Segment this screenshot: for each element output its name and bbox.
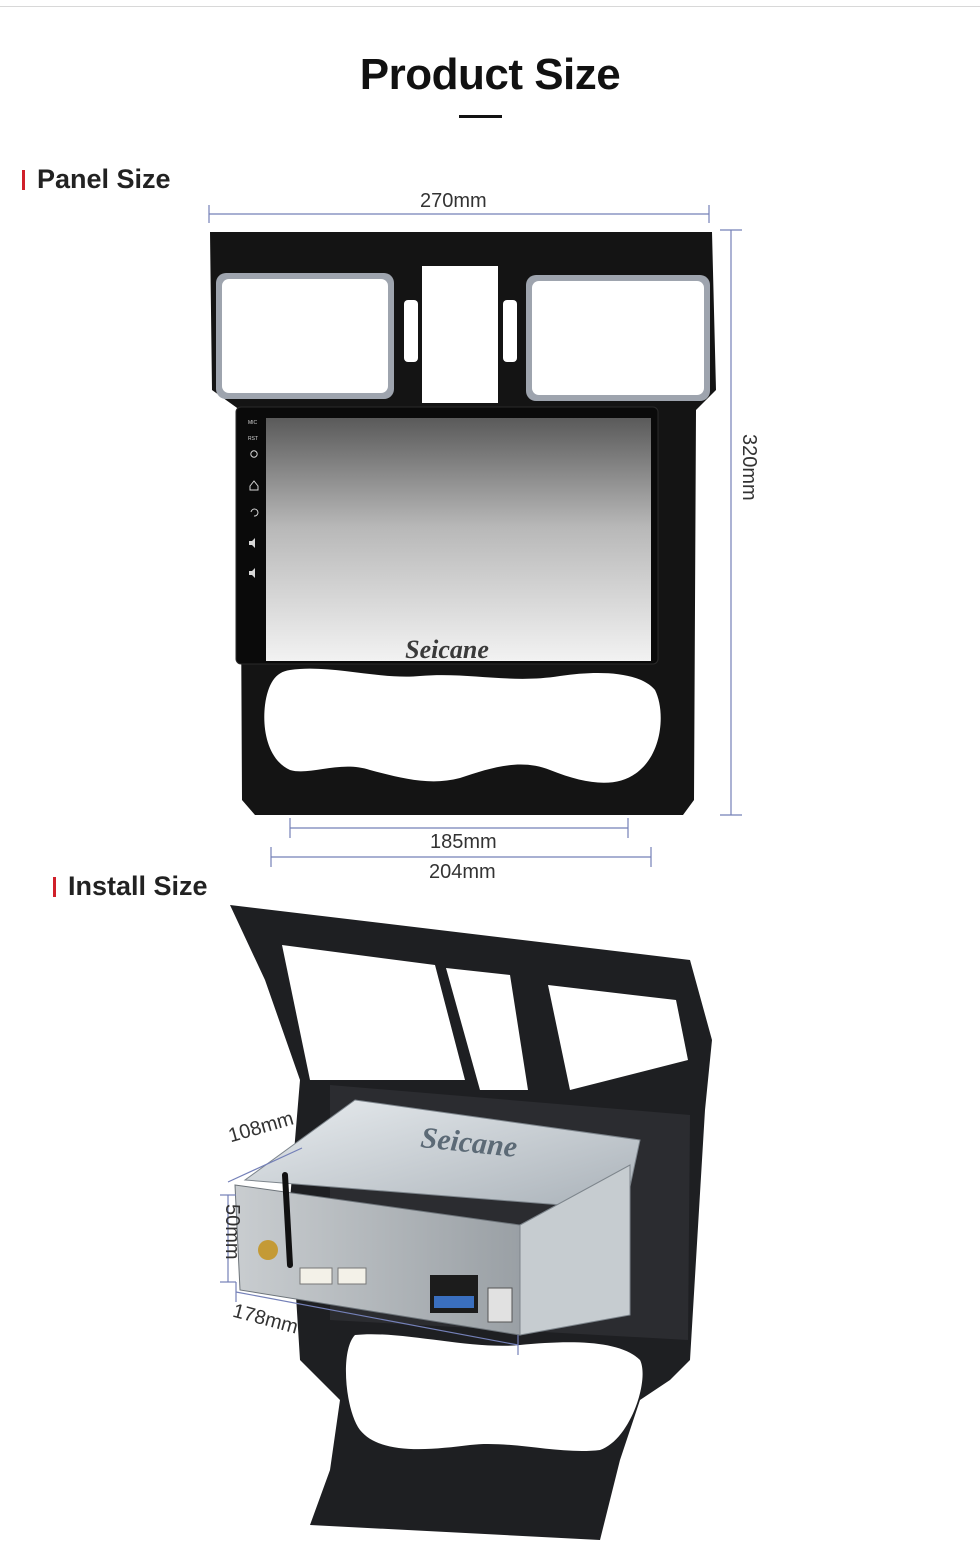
- volume-down-icon: [249, 568, 255, 578]
- screen-width-label: 185mm: [430, 831, 497, 853]
- antenna: [282, 1172, 293, 1268]
- volume-up-icon: [249, 538, 255, 548]
- section-marker: [22, 169, 25, 190]
- install-height-label: 50mm: [221, 1204, 243, 1260]
- install-height-dimension-line: [220, 1194, 236, 1283]
- back-icon: [250, 508, 259, 517]
- panel-size-header: Panel Size: [22, 164, 171, 195]
- install-depth-dimension-line: [227, 1147, 303, 1183]
- center-slot: [422, 266, 498, 403]
- frame-width-label: 204mm: [429, 861, 496, 883]
- rst-label: RST: [248, 436, 258, 442]
- width-dimension-line: [208, 205, 710, 223]
- antenna-connector: [258, 1240, 278, 1260]
- top-divider: [0, 6, 980, 7]
- panel-width-label: 270mm: [420, 190, 487, 212]
- power-icon: [250, 450, 258, 458]
- height-dimension-line: [720, 229, 742, 816]
- panel-brand-text: Seicane: [405, 635, 489, 664]
- page-title: Product Size: [359, 50, 621, 99]
- section-marker: [53, 876, 56, 897]
- home-icon: [249, 480, 259, 491]
- install-left-opening: [282, 945, 465, 1080]
- install-right-opening: [548, 985, 688, 1090]
- frame-width-dimension-line: [270, 847, 652, 867]
- head-unit-side: [519, 1164, 631, 1336]
- display-screen: [266, 418, 651, 661]
- usb-ports: [487, 1287, 513, 1323]
- screen-width-dimension-line: [289, 818, 629, 838]
- panel-size-label: Panel Size: [37, 164, 171, 194]
- side-buttons: MIC RST: [248, 420, 259, 578]
- install-size-label: Install Size: [68, 871, 208, 901]
- mic-label: MIC: [248, 420, 258, 426]
- title-underline: [459, 115, 502, 118]
- install-bottom-opening: [345, 1334, 643, 1452]
- install-width-dimension-line: [235, 1282, 519, 1355]
- panel-figure: MIC RST Seicane: [208, 205, 742, 867]
- climate-cutout: [264, 668, 661, 783]
- install-size-header: Install Size: [53, 871, 208, 902]
